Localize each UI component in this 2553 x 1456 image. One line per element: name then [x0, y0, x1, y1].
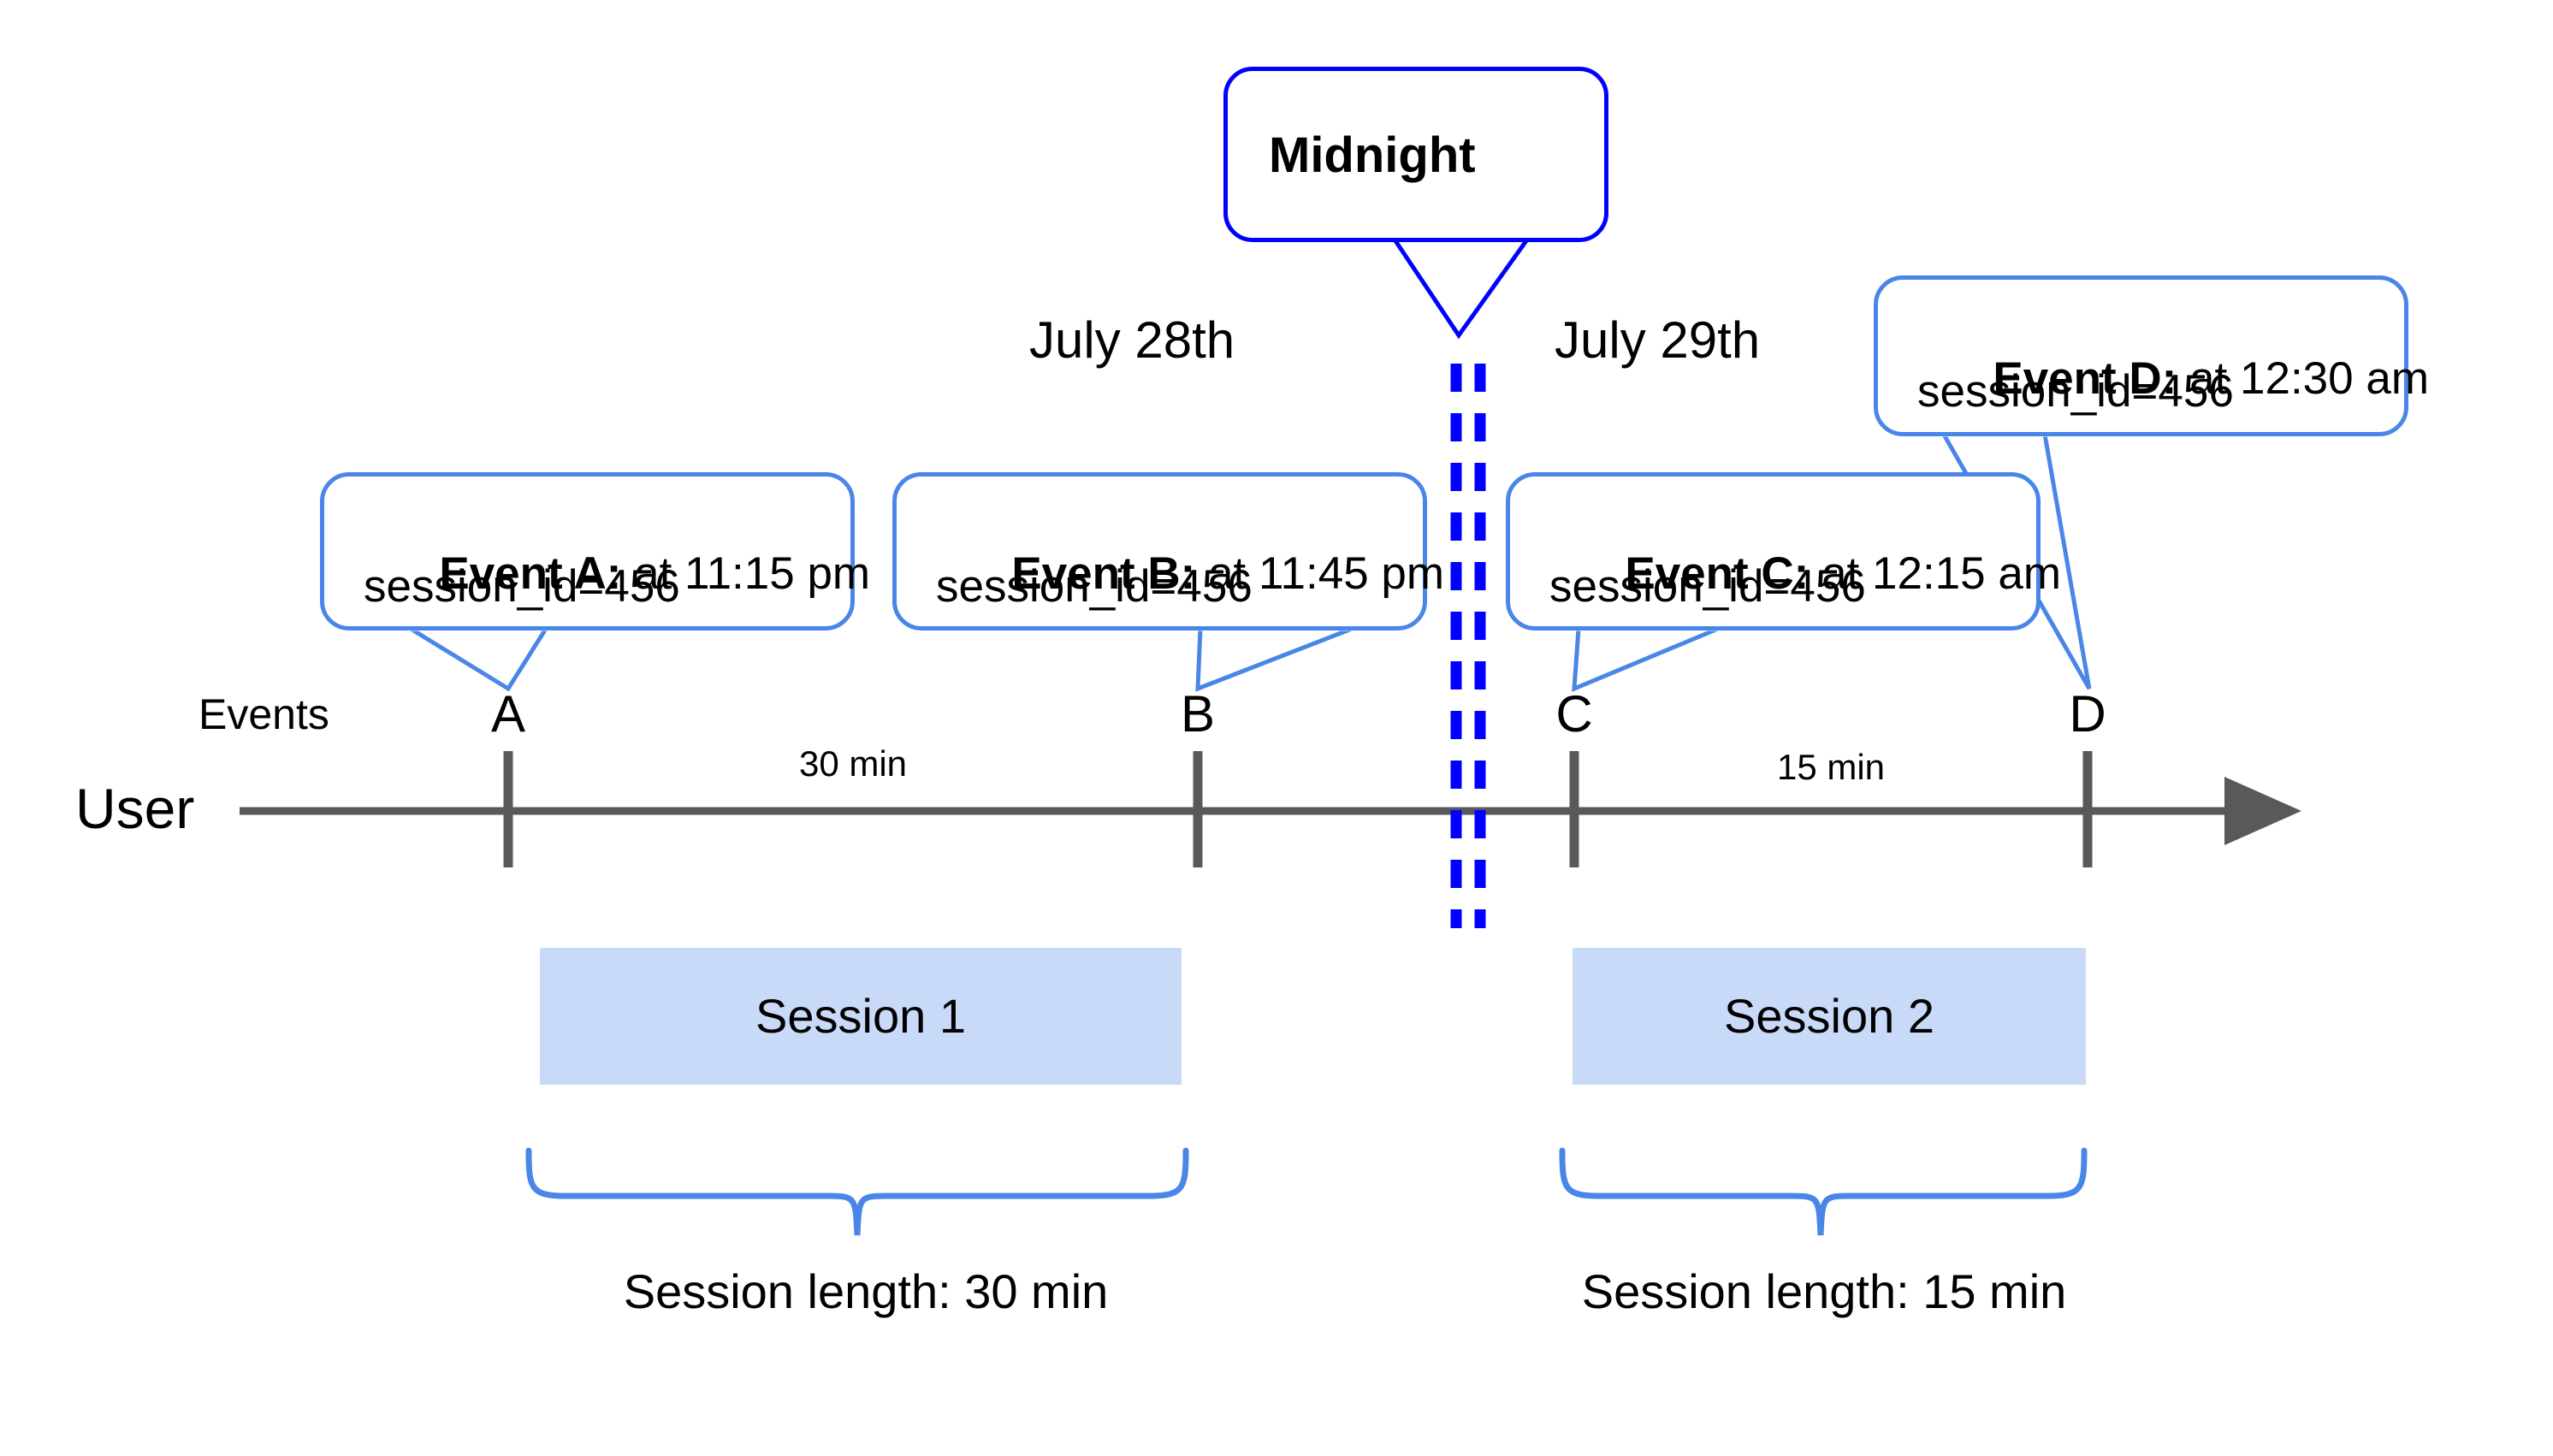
- callout-midnight-label: Midnight: [1269, 127, 1476, 183]
- callout-event-b-title: Event B:: [1011, 548, 1196, 599]
- marker-label-a: A: [490, 685, 526, 743]
- callout-event-b-session: session_id=456: [936, 561, 1253, 612]
- callout-event-c-time: at 12:15 am: [1809, 548, 2061, 599]
- callout-event-a[interactable]: Event A: at 11:15 pm session_id=456: [320, 472, 870, 630]
- callout-event-b[interactable]: Event B: at 11:45 pm session_id=456: [892, 472, 1444, 630]
- brace-path-session-1: [525, 1147, 1189, 1236]
- date-label-july-29: July 29th: [1555, 311, 1761, 369]
- callout-event-d-time: at 12:30 am: [2177, 353, 2429, 404]
- date-label-july-28: July 28th: [1029, 311, 1235, 369]
- session-length-label-1: Session length: 30 min: [623, 1264, 1109, 1318]
- session-bar-2[interactable]: Session 2: [1573, 948, 2086, 1085]
- callout-event-c-session: session_id=456: [1549, 561, 1866, 612]
- callout-event-d-line1: Event D: at 12:30 am: [1917, 311, 2429, 447]
- row-label-events: Events: [198, 690, 329, 738]
- callout-event-c-line1: Event C: at 12:15 am: [1549, 506, 2061, 642]
- row-label-user: User: [75, 777, 195, 840]
- brace-path-session-2: [1559, 1147, 2088, 1236]
- midnight-boundary-lines: [1450, 364, 1486, 928]
- callout-event-c-title: Event C:: [1625, 548, 1810, 599]
- callout-midnight[interactable]: Midnight: [1223, 67, 1608, 242]
- interval-label-cd: 15 min: [1776, 747, 1886, 787]
- event-c-tail-path: [1572, 626, 1719, 692]
- event-a-tail-path: [409, 626, 548, 692]
- callout-tail-midnight: [1391, 234, 1531, 340]
- callout-event-b-time: at 11:45 pm: [1195, 548, 1445, 599]
- axis-arrowhead-icon: [2224, 777, 2301, 845]
- event-b-tail-path: [1195, 626, 1353, 692]
- callout-event-a-title: Event A:: [439, 548, 622, 599]
- timeline-axis: [240, 777, 2301, 845]
- session-bar-1-label: Session 1: [755, 989, 966, 1043]
- callout-event-a-time: at 11:15 pm: [621, 548, 871, 599]
- midnight-tail-path: [1392, 238, 1530, 340]
- session-bar-2-label: Session 2: [1724, 989, 1934, 1043]
- marker-label-d: D: [2069, 685, 2106, 743]
- session-brace-2: [1559, 1147, 2088, 1236]
- callout-event-b-line1: Event B: at 11:45 pm: [936, 506, 1444, 642]
- interval-label-ab: 30 min: [798, 743, 908, 784]
- callout-event-a-session: session_id=456: [364, 561, 680, 612]
- callout-event-d-session: session_id=456: [1917, 366, 2234, 417]
- callout-event-c[interactable]: Event C: at 12:15 am session_id=456: [1506, 472, 2061, 630]
- callout-event-d[interactable]: Event D: at 12:30 am session_id=456: [1874, 275, 2429, 436]
- session-bar-1[interactable]: Session 1: [540, 948, 1182, 1085]
- event-tick-marks: [503, 751, 2093, 867]
- session-brace-1: [525, 1147, 1189, 1236]
- marker-label-c: C: [1555, 685, 1593, 743]
- callout-event-d-title: Event D:: [1993, 353, 2177, 404]
- session-length-label-2: Session length: 15 min: [1581, 1264, 2067, 1318]
- callout-event-a-line1: Event A: at 11:15 pm: [364, 506, 870, 642]
- marker-label-b: B: [1180, 685, 1216, 743]
